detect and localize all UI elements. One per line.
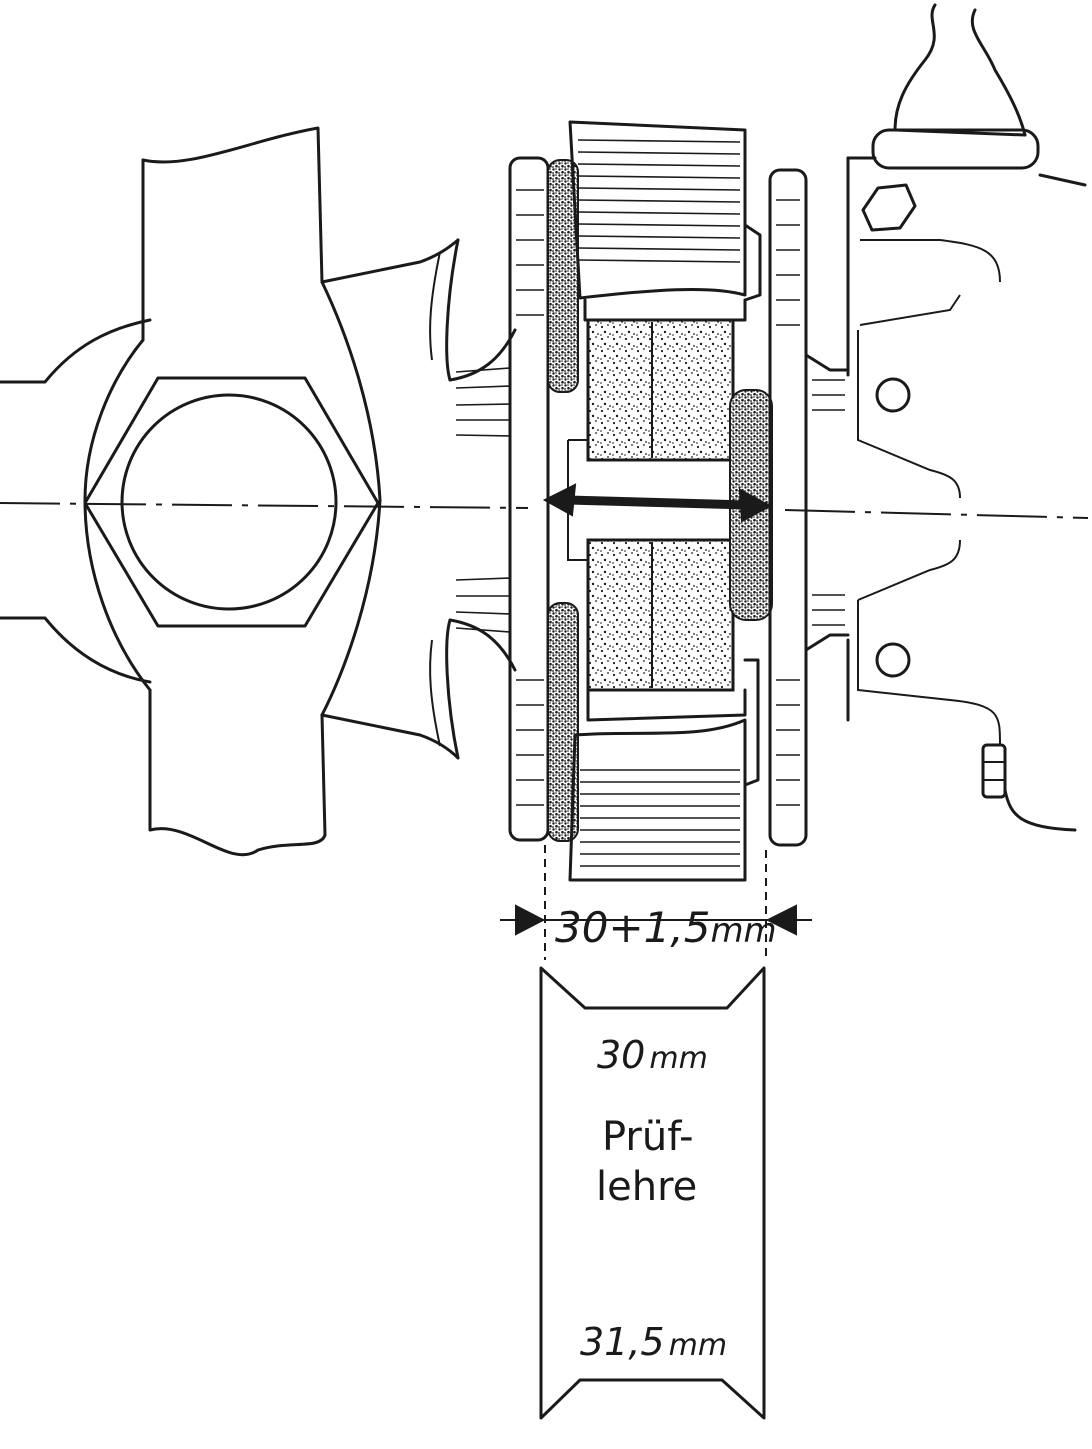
test-gauge	[539, 966, 766, 1420]
caliper-lower	[568, 658, 760, 882]
hub-body	[83, 338, 152, 692]
pad-upper	[586, 318, 735, 462]
axle-tube	[0, 318, 152, 384]
gauge-top-unit: mm	[649, 1041, 707, 1076]
gauge-label-line2: lehre	[596, 1164, 697, 1210]
rubber-boot	[893, 3, 937, 132]
dimension-unit: mm	[710, 911, 776, 951]
left-lining-lower	[547, 602, 579, 842]
gearbox-housing	[784, 3, 1089, 832]
gauge-bottom-unit: mm	[669, 1328, 727, 1363]
clearance-arrow	[542, 483, 773, 523]
gauge-label-line1: Prüf-	[602, 1114, 694, 1160]
hex-bolt	[861, 183, 917, 232]
gauge-bottom-value: 31,5	[580, 1320, 665, 1364]
right-brake-disc	[768, 168, 808, 847]
gauge-top-value: 30	[597, 1033, 645, 1077]
mount-hole-upper	[875, 377, 911, 413]
pad-lower	[586, 538, 735, 692]
center-line	[0, 502, 529, 509]
axle-hub-assembly	[0, 126, 529, 857]
dim-arrow-right	[765, 904, 797, 936]
dimension-label: 30+1,5mm	[555, 903, 777, 952]
mount-hole-lower	[875, 642, 911, 678]
upright-shaft	[141, 126, 324, 284]
dimension-value: 30+1,5	[555, 903, 710, 952]
hex-nut	[83, 376, 380, 628]
dimension-line	[500, 845, 812, 960]
drain-plug	[981, 743, 1007, 799]
left-brake-disc	[508, 156, 550, 842]
caliper-upper	[568, 120, 762, 322]
dim-arrow-left	[515, 904, 546, 936]
axle-bore	[120, 393, 338, 611]
transition-hatching	[455, 367, 511, 633]
